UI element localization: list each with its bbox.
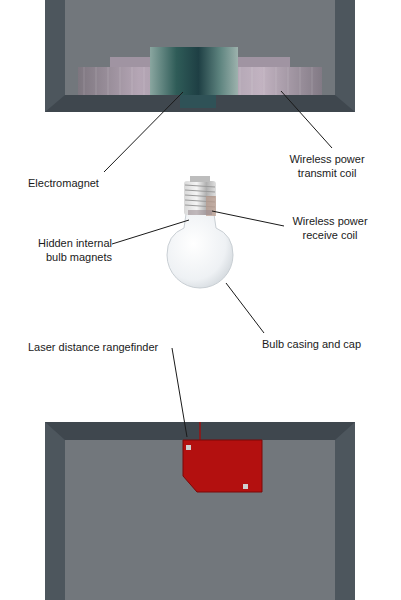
coil-winding bbox=[264, 67, 265, 95]
coil-winding bbox=[120, 67, 121, 95]
part-label: Laser distance rangefinder bbox=[28, 340, 178, 354]
coil-winding bbox=[84, 67, 85, 95]
coil-winding bbox=[276, 67, 277, 95]
coil-winding bbox=[300, 67, 301, 95]
coil-winding bbox=[252, 67, 253, 95]
part-label: Hidden internal bulb magnets bbox=[22, 236, 112, 264]
coil-winding bbox=[96, 67, 97, 95]
coil-winding bbox=[144, 67, 145, 95]
part-label: Wireless power receive coil bbox=[285, 214, 375, 242]
screw-thread bbox=[185, 185, 215, 187]
part-label: Electromagnet bbox=[28, 176, 128, 190]
coil-winding bbox=[288, 67, 289, 95]
coil-winding bbox=[132, 67, 133, 95]
coil-winding bbox=[108, 67, 109, 95]
coil-winding bbox=[312, 67, 313, 95]
part-label: Bulb casing and cap bbox=[262, 337, 382, 351]
coil-winding bbox=[240, 67, 241, 95]
part-label: Wireless power transmit coil bbox=[282, 152, 372, 180]
screw-thread bbox=[185, 190, 215, 192]
